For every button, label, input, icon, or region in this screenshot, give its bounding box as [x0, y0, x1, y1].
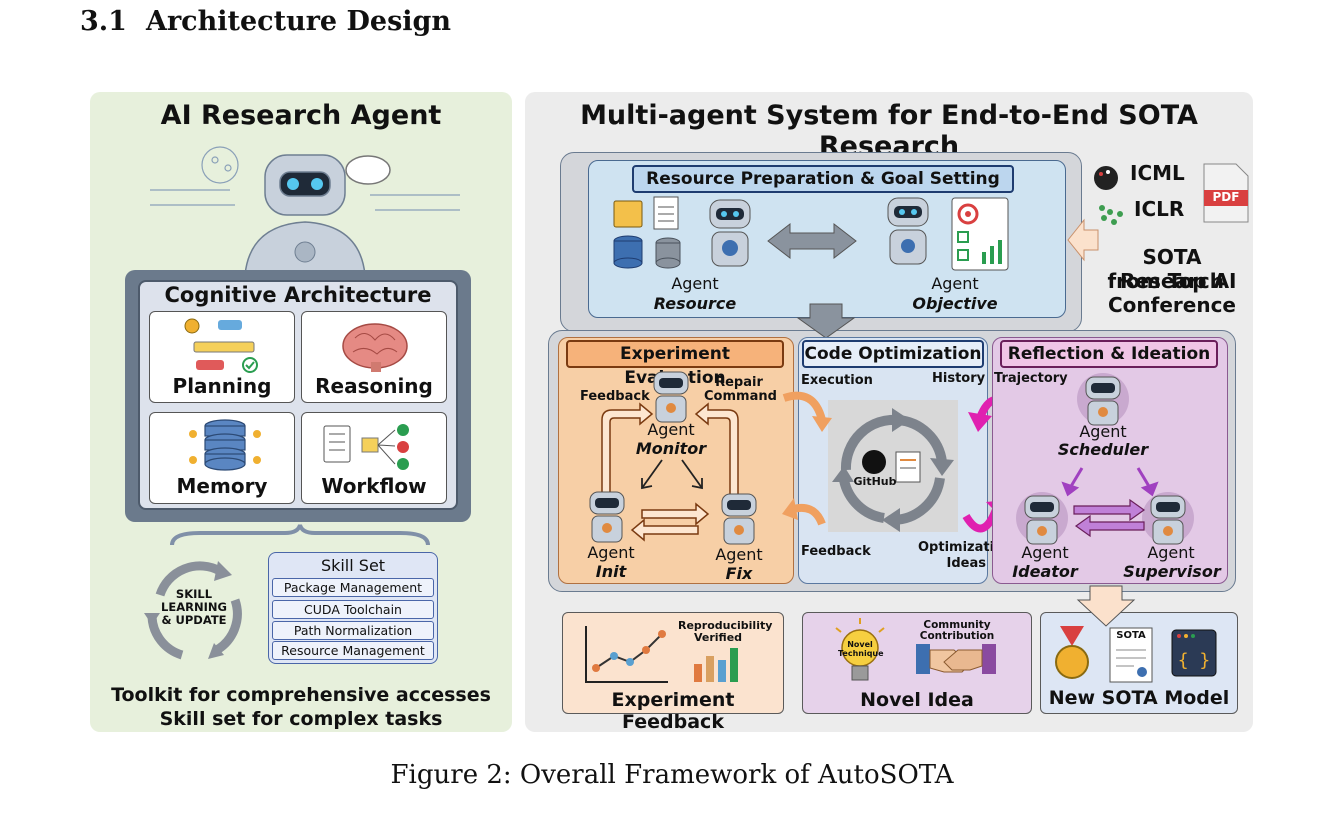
skill-item: Resource Management [272, 641, 434, 660]
skill-item: Package Management [272, 578, 434, 597]
trajectory-label: Trajectory [994, 371, 1068, 386]
reasoning-label: Reasoning [315, 374, 433, 398]
skill-item: Path Normalization [272, 621, 434, 640]
scheduler-agent-role: Agent [1079, 422, 1127, 441]
left-panel-title: AI Research Agent [160, 100, 442, 131]
planning-label: Planning [172, 374, 272, 398]
curved-arrows-icon [782, 391, 1017, 533]
eval-feedback-label: Feedback [580, 389, 650, 404]
experiment-feedback-label: Experiment Feedback [611, 689, 735, 733]
icml-logo-text: ICML [1130, 161, 1185, 185]
source-text-line-1: SOTA Research [1120, 245, 1224, 293]
sota-certificate-tag: SOTA [1116, 630, 1146, 641]
experiment-feedback-card [562, 612, 784, 714]
cognitive-architecture-title: Cognitive Architecture [164, 283, 432, 307]
icml-logo-icon [1094, 166, 1118, 190]
reflection-arrows-icon [1061, 467, 1159, 538]
certificate-icon [1109, 627, 1153, 683]
planning-icon [184, 318, 258, 373]
code-window-icon: { } [1171, 629, 1217, 677]
init-agent-role: Agent [587, 543, 635, 562]
supervisor-agent-role: Agent [1147, 543, 1195, 562]
left-footer-line-1: Toolkit for comprehensive accesses [111, 684, 491, 706]
fix-agent-role: Agent [715, 545, 763, 564]
line-chart-icon [585, 626, 738, 683]
workflow-label: Workflow [321, 474, 427, 498]
iclr-logo-text: ICLR [1134, 197, 1185, 221]
figure-caption: Figure 2: Overall Framework of AutoSOTA [390, 760, 954, 790]
scheduler-agent-robot-icon [1077, 373, 1129, 426]
double-arrow-icon [767, 222, 857, 260]
init-agent-name: Init [595, 562, 627, 581]
reproducibility-tag: Reproducibility Verified [678, 619, 773, 644]
left-arrow-icon [1067, 218, 1099, 262]
brain-icon [342, 323, 408, 372]
brace-icon [170, 524, 430, 546]
monitor-agent-role: Agent [647, 420, 695, 439]
scheduler-agent-name: Scheduler [1057, 440, 1149, 459]
experiment-eval-title: Experiment Evaluation [566, 340, 784, 388]
fix-agent-robot-icon [721, 493, 757, 545]
workflow-icon [323, 424, 409, 470]
section-title: Architecture Design [146, 6, 452, 37]
handshake-icon [916, 644, 996, 674]
resource-files-icon [613, 196, 681, 269]
code-feedback-label: Feedback [801, 544, 871, 559]
skill-item: CUDA Toolchain [272, 600, 434, 619]
execution-label: Execution [801, 373, 873, 388]
lightbulb-icon [835, 618, 885, 681]
eval-repair-label: Repair Command [704, 375, 777, 404]
pdf-label: PDF [1212, 190, 1240, 204]
down-arrow-icon [796, 303, 856, 339]
resource-agent-robot-icon [709, 199, 751, 267]
memory-label: Memory [176, 474, 268, 498]
novel-idea-label: Novel Idea [860, 689, 974, 711]
novel-technique-tag: Novel Technique [838, 640, 884, 658]
up-arrow-icon [1076, 585, 1136, 627]
monitor-agent-name: Monitor [635, 439, 707, 458]
community-contribution-tag: Community Contribution [919, 619, 995, 642]
resource-agent-name: Resource [653, 294, 737, 313]
resource-agent-role: Agent [671, 274, 719, 293]
ideator-agent-name: Ideator [1012, 562, 1078, 581]
github-cycle-icon [832, 408, 954, 532]
section-number: 3.1 [80, 6, 127, 37]
ideator-agent-robot-icon [1016, 492, 1068, 545]
init-agent-robot-icon [589, 491, 625, 543]
source-text-line-2: from Top AI [1107, 269, 1237, 293]
research-robot-icon [150, 146, 460, 276]
monitor-agent-robot-icon [653, 371, 689, 423]
fix-agent-name: Fix [725, 564, 753, 583]
svg-text:{ }: { } [1178, 650, 1211, 671]
skill-set-title: Skill Set [320, 556, 386, 575]
eval-flow-arrows-icon [601, 402, 739, 542]
ideator-agent-role: Agent [1021, 543, 1069, 562]
medal-icon [1055, 626, 1089, 679]
skill-cycle-label: SKILL LEARNING & UPDATE [161, 587, 227, 627]
database-icon [189, 419, 261, 471]
objective-agent-robot-icon [887, 197, 1009, 271]
history-label: History [932, 371, 986, 386]
supervisor-agent-robot-icon [1142, 492, 1194, 545]
left-footer-line-2: Skill set for complex tasks [159, 708, 443, 730]
skill-cycle-icon [144, 561, 242, 660]
iclr-logo-icon [1099, 205, 1123, 225]
objective-agent-role: Agent [931, 274, 979, 293]
objective-agent-name: Objective [912, 294, 998, 313]
code-opt-title: Code Optimization [802, 340, 984, 368]
reflection-title: Reflection & Ideation [1000, 340, 1218, 368]
new-sota-label: New SOTA Model [1048, 687, 1230, 709]
github-label: GitHub [853, 475, 897, 488]
pdf-icon [1203, 163, 1249, 223]
source-text-line-3: Conference [1107, 293, 1236, 317]
resource-prep-title: Resource Preparation & Goal Setting [632, 165, 1014, 193]
supervisor-agent-name: Supervisor [1123, 562, 1221, 581]
